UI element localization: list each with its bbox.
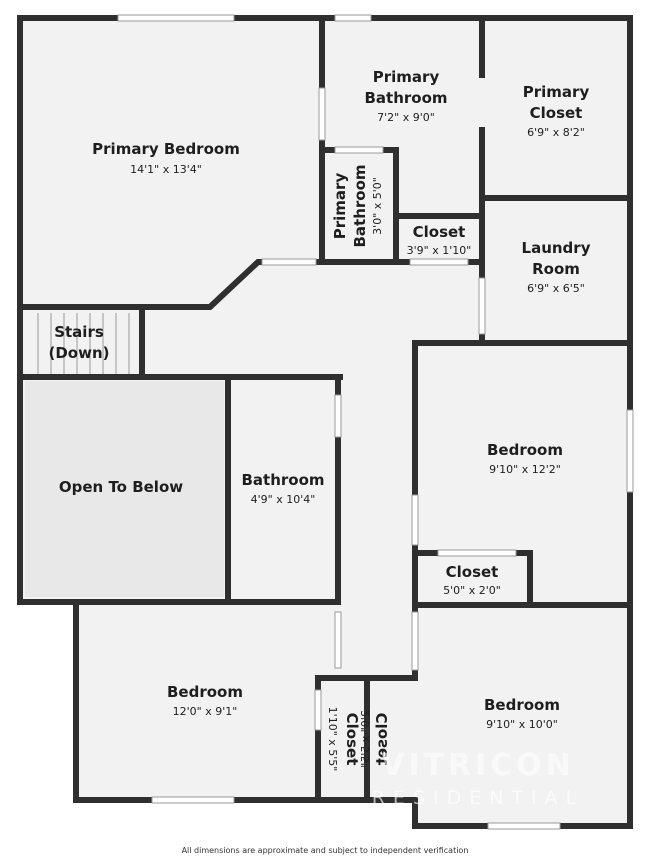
disclaimer-footnote: All dimensions are approximate and subje… bbox=[181, 846, 469, 855]
window bbox=[334, 14, 372, 22]
room-labels: Primary Bedroom 14'1" x 13'4" Primary Ba… bbox=[48, 68, 590, 771]
watermark-line1: VITRICON bbox=[381, 748, 575, 783]
window bbox=[151, 796, 235, 804]
window bbox=[334, 146, 384, 154]
primary-bathroom-small-name-2: Bathroom bbox=[351, 164, 369, 247]
closet-right-dim: 5'0" x 2'0" bbox=[443, 584, 501, 597]
watermark-logo: VITRICON RESIDENTIAL bbox=[372, 748, 585, 809]
primary-bathroom-small-dim: 3'0" x 5'0" bbox=[371, 177, 384, 235]
primary-bathroom-dim: 7'2" x 9'0" bbox=[377, 111, 435, 124]
window bbox=[117, 14, 235, 22]
primary-bedroom-name: Primary Bedroom bbox=[92, 140, 240, 158]
windows bbox=[117, 14, 634, 830]
watermark-line2: RESIDENTIAL bbox=[372, 787, 585, 809]
window bbox=[314, 689, 322, 731]
bedroom-right-upper-dim: 9'10" x 12'2" bbox=[489, 463, 561, 476]
stairs-name-1: Stairs bbox=[54, 323, 104, 341]
bedroom-lower-left-dim: 12'0" x 9'1" bbox=[173, 705, 238, 718]
primary-closet-dim: 6'9" x 8'2" bbox=[527, 126, 585, 139]
open-to-below-name: Open To Below bbox=[59, 478, 183, 496]
window bbox=[334, 394, 342, 438]
bathroom-name: Bathroom bbox=[241, 471, 324, 489]
window bbox=[626, 409, 634, 493]
bedroom-lower-right-name: Bedroom bbox=[484, 696, 560, 714]
closet-lower-b-dim: 2'0" x 5'5" bbox=[359, 710, 372, 768]
open-to-below-area bbox=[25, 381, 224, 597]
window bbox=[334, 611, 342, 669]
laundry-room-name-1: Laundry bbox=[522, 239, 591, 257]
primary-bathroom-name-2: Bathroom bbox=[364, 89, 447, 107]
bedroom-right-upper-name: Bedroom bbox=[487, 441, 563, 459]
closet-lower-b-name: Closet bbox=[373, 713, 391, 766]
stairs-name-2: (Down) bbox=[48, 344, 109, 362]
primary-closet-name-2: Closet bbox=[530, 104, 583, 122]
exterior-wall bbox=[17, 15, 633, 829]
primary-bathroom-name-1: Primary bbox=[373, 68, 440, 86]
closet-hall-name: Closet bbox=[413, 223, 466, 241]
bathroom-dim: 4'9" x 10'4" bbox=[251, 493, 316, 506]
window bbox=[478, 277, 486, 335]
window bbox=[437, 549, 517, 557]
closet-lower-a-dim: 1'10" x 5'5" bbox=[326, 707, 339, 772]
window bbox=[261, 258, 317, 266]
closet-lower-a-name: Closet bbox=[343, 713, 361, 766]
window bbox=[411, 611, 419, 671]
laundry-room-dim: 6'9" x 6'5" bbox=[527, 282, 585, 295]
bedroom-lower-left-name: Bedroom bbox=[167, 683, 243, 701]
window bbox=[409, 258, 469, 266]
floor-main bbox=[20, 18, 630, 826]
closet-hall-dim: 3'9" x 1'10" bbox=[407, 244, 472, 257]
laundry-room-name-2: Room bbox=[532, 260, 580, 278]
primary-bathroom-small-name-1: Primary bbox=[331, 173, 349, 240]
window bbox=[318, 87, 326, 141]
closet-right-name: Closet bbox=[446, 563, 499, 581]
window bbox=[487, 822, 561, 830]
floor-areas bbox=[20, 18, 630, 826]
primary-closet-name-1: Primary bbox=[523, 83, 590, 101]
stairs-treads bbox=[37, 313, 130, 374]
bedroom-lower-right-dim: 9'10" x 10'0" bbox=[486, 718, 558, 731]
window bbox=[411, 494, 419, 546]
primary-bedroom-dim: 14'1" x 13'4" bbox=[130, 163, 202, 176]
